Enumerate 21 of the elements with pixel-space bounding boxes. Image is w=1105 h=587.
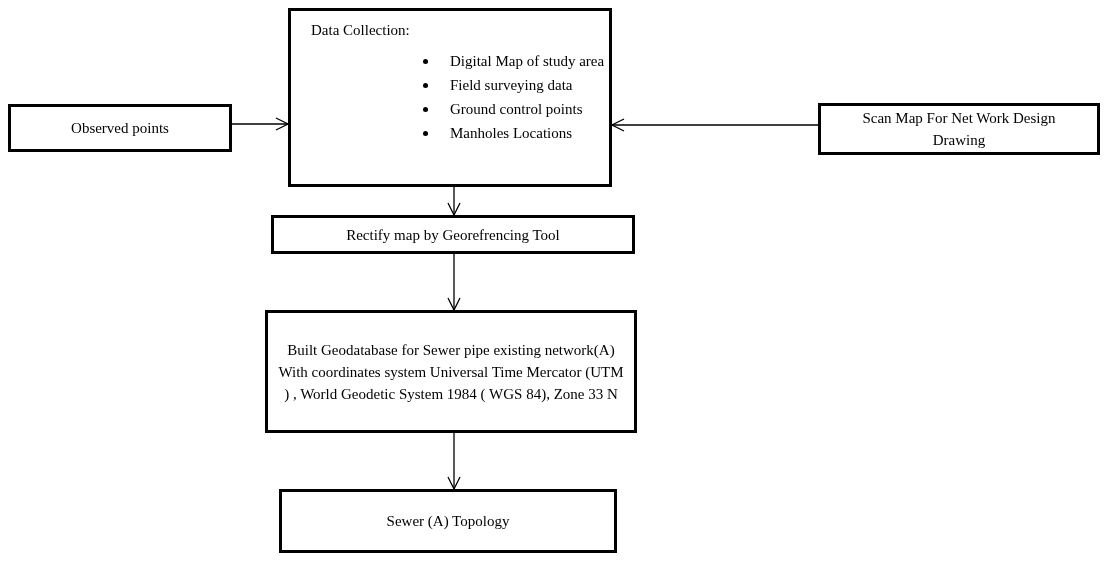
- arrow: [447, 432, 461, 490]
- process-box: [265, 310, 637, 433]
- process-box: [8, 104, 232, 152]
- box-text: Observed points: [71, 119, 169, 138]
- box-text: Sewer (A) Topology: [386, 512, 510, 531]
- box-text: Data Collection:: [311, 21, 410, 40]
- box-text: Rectify map by Georefrencing Tool: [346, 225, 560, 245]
- process-box: [279, 489, 617, 553]
- list-item: Field surveying data: [450, 76, 573, 95]
- list-item: Digital Map of study area: [450, 52, 605, 71]
- list-item: Ground control points: [450, 100, 583, 119]
- process-box: [818, 103, 1100, 155]
- arrow: [611, 118, 819, 132]
- box-text: Scan Map For Net Work Design Drawing: [861, 109, 1057, 150]
- arrow: [231, 117, 289, 131]
- process-box: [288, 8, 612, 187]
- list-item: Manholes Locations: [450, 124, 573, 143]
- arrow: [447, 253, 461, 311]
- box-text: Built Geodatabase for Sewer pipe existing network(A) With coordinates system Universal Time Mercator (UTM ) , World Geodetic System 1984 ( WGS 84), Zone 33 N: [277, 340, 625, 404]
- process-box: [271, 215, 635, 254]
- arrow: [447, 186, 461, 216]
